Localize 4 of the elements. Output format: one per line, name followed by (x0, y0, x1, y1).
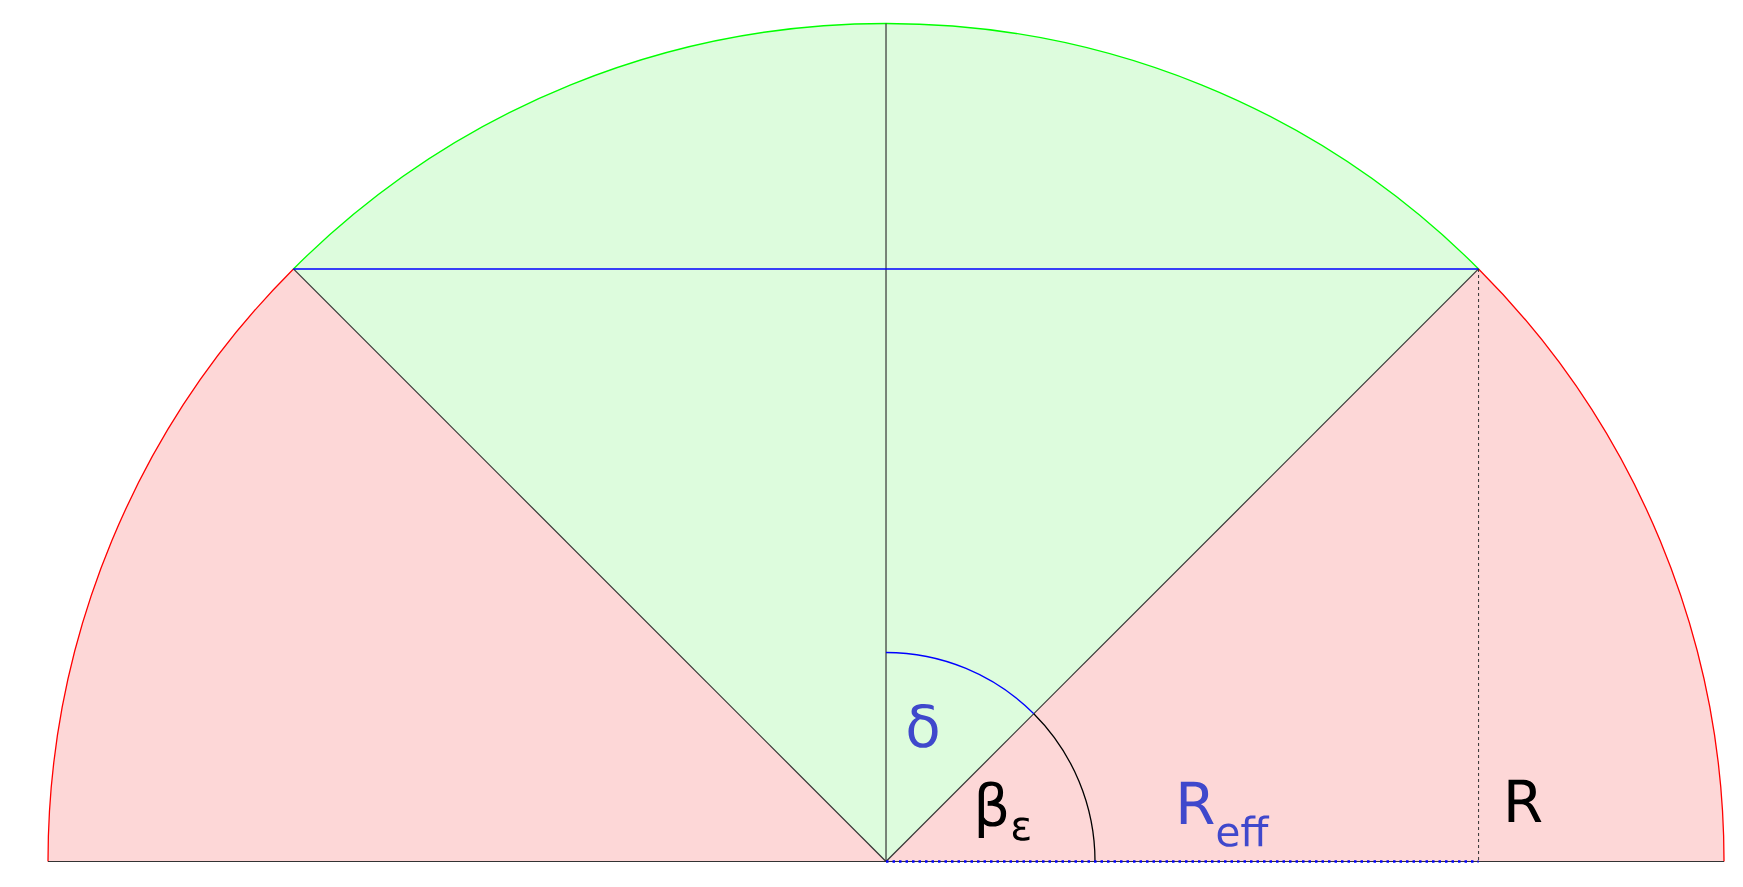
angle-label: β$_{ε}$ (978, 781, 1030, 841)
radius-label: R (1508, 779, 1542, 822)
angle-label: δ (908, 703, 938, 748)
radius-label: R$_{eff}$ (1180, 781, 1270, 847)
